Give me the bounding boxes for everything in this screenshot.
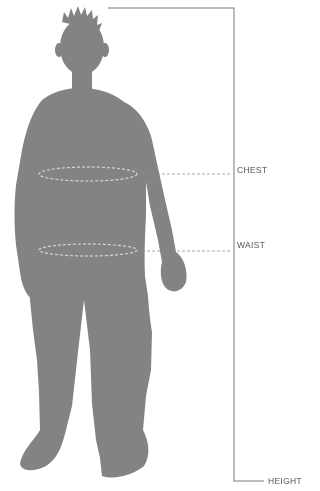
chest-label: CHEST [237, 165, 267, 175]
waist-label: WAIST [237, 240, 265, 250]
child-silhouette-icon [15, 6, 187, 478]
height-label: HEIGHT [268, 476, 302, 486]
